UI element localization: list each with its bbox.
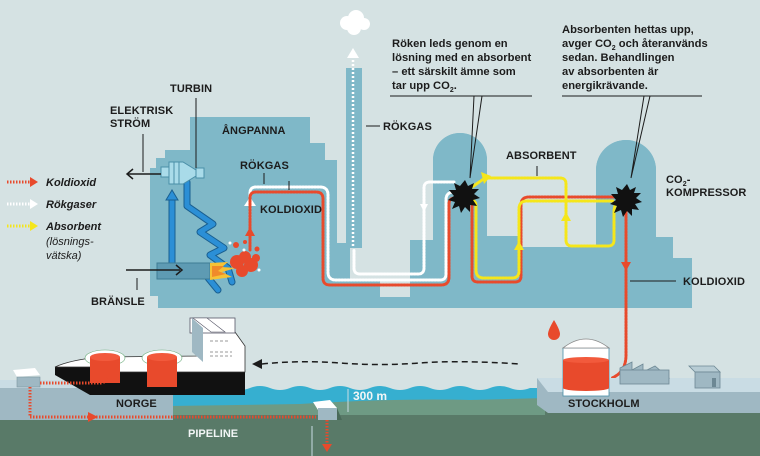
label-bransle: BRÄNSLE	[91, 295, 145, 308]
note-desorber: Absorbenten hettas upp, avger CO2 och åt…	[562, 24, 708, 92]
electricity-arrow-icon	[125, 168, 161, 180]
note-line: av absorbenten är	[562, 66, 659, 78]
arrow-right-icon	[88, 412, 98, 422]
arrow-up-icon	[514, 241, 524, 250]
flame-icon	[210, 262, 236, 280]
arrow-down-icon	[420, 204, 428, 212]
label-koldioxid-inner: KOLDIOXID	[260, 204, 322, 216]
label-rokgas-chimney: RÖKGAS	[383, 120, 432, 133]
steam-arrow-icon	[165, 189, 179, 201]
label-absorbent: ABSORBENT	[506, 150, 577, 162]
ship-icon	[54, 317, 246, 395]
arrow-up-icon	[561, 212, 571, 221]
co2-storage-tank-icon	[561, 338, 611, 397]
note-line: Absorbenten hettas upp,	[562, 24, 694, 36]
label-depth: 300 m	[353, 389, 387, 403]
label-norge: NORGE	[116, 398, 157, 410]
legend-label: Absorbent	[45, 221, 102, 233]
absorber-reaction-icon	[448, 180, 480, 213]
legend-sublabel: vätska)	[46, 250, 82, 262]
note-line: tar upp CO2.	[392, 80, 457, 94]
absorbent-flow	[460, 172, 622, 280]
combustion-smoke-icon	[230, 240, 260, 277]
label-pipeline: PIPELINE	[188, 428, 238, 440]
note-line: – ett särskilt ämne som	[392, 66, 516, 78]
label-kompressor: KOMPRESSOR	[666, 187, 746, 199]
note-leaders	[263, 95, 702, 282]
boiler-house	[150, 117, 692, 308]
smoke-cloud-icon	[340, 10, 370, 35]
seabed	[170, 398, 545, 418]
note-absorber: Röken leds genom en lösning med en absor…	[392, 38, 532, 94]
legend-item-rokgaser: Rökgaser	[7, 199, 97, 211]
label-rokgas-inner: RÖKGAS	[240, 159, 289, 172]
arrow-up-icon	[347, 48, 359, 58]
compressor-reaction-icon	[610, 184, 642, 217]
co2-drop-icon	[548, 320, 560, 340]
note-line: lösning med en absorbent	[392, 52, 532, 64]
label-stockholm: STOCKHOLM	[568, 398, 640, 410]
terminal-box-icon	[13, 368, 41, 388]
arrow-left-icon	[481, 172, 491, 184]
note-line: energikrävande.	[562, 80, 648, 92]
label-elektrisk: ELEKTRISK	[110, 105, 173, 117]
legend-item-absorbent: Absorbent (lösnings- vätska)	[7, 221, 102, 262]
turbine-icon	[160, 161, 205, 185]
factory-icon	[619, 361, 671, 385]
legend: Koldioxid Rökgaser Absorbent (lösnings- …	[7, 177, 102, 262]
legend-label: Koldioxid	[46, 177, 96, 189]
note-line: sedan. Behandlingen	[562, 52, 675, 64]
legend-item-koldioxid: Koldioxid	[7, 177, 96, 189]
label-turbin: TURBIN	[170, 83, 212, 95]
note-line: Röken leds genom en	[392, 38, 508, 50]
subsea-template-icon	[313, 400, 342, 420]
shipping-route	[261, 360, 521, 366]
arrow-down-icon	[621, 262, 631, 271]
legend-label: Rökgaser	[46, 199, 97, 211]
label-co2-kompressor: CO2-	[666, 174, 691, 188]
label-angpanna: ÅNGPANNA	[222, 124, 286, 137]
note-line: avger CO2 och återanvänds	[562, 38, 708, 52]
label-strom: STRÖM	[110, 117, 150, 130]
arrow-left-icon	[252, 359, 262, 369]
label-koldioxid-out: KOLDIOXID	[683, 276, 745, 288]
legend-sublabel: (lösnings-	[46, 236, 94, 248]
warehouse-icon	[688, 365, 721, 389]
arrow-up-icon	[245, 227, 255, 236]
arrow-down-icon	[322, 444, 332, 452]
